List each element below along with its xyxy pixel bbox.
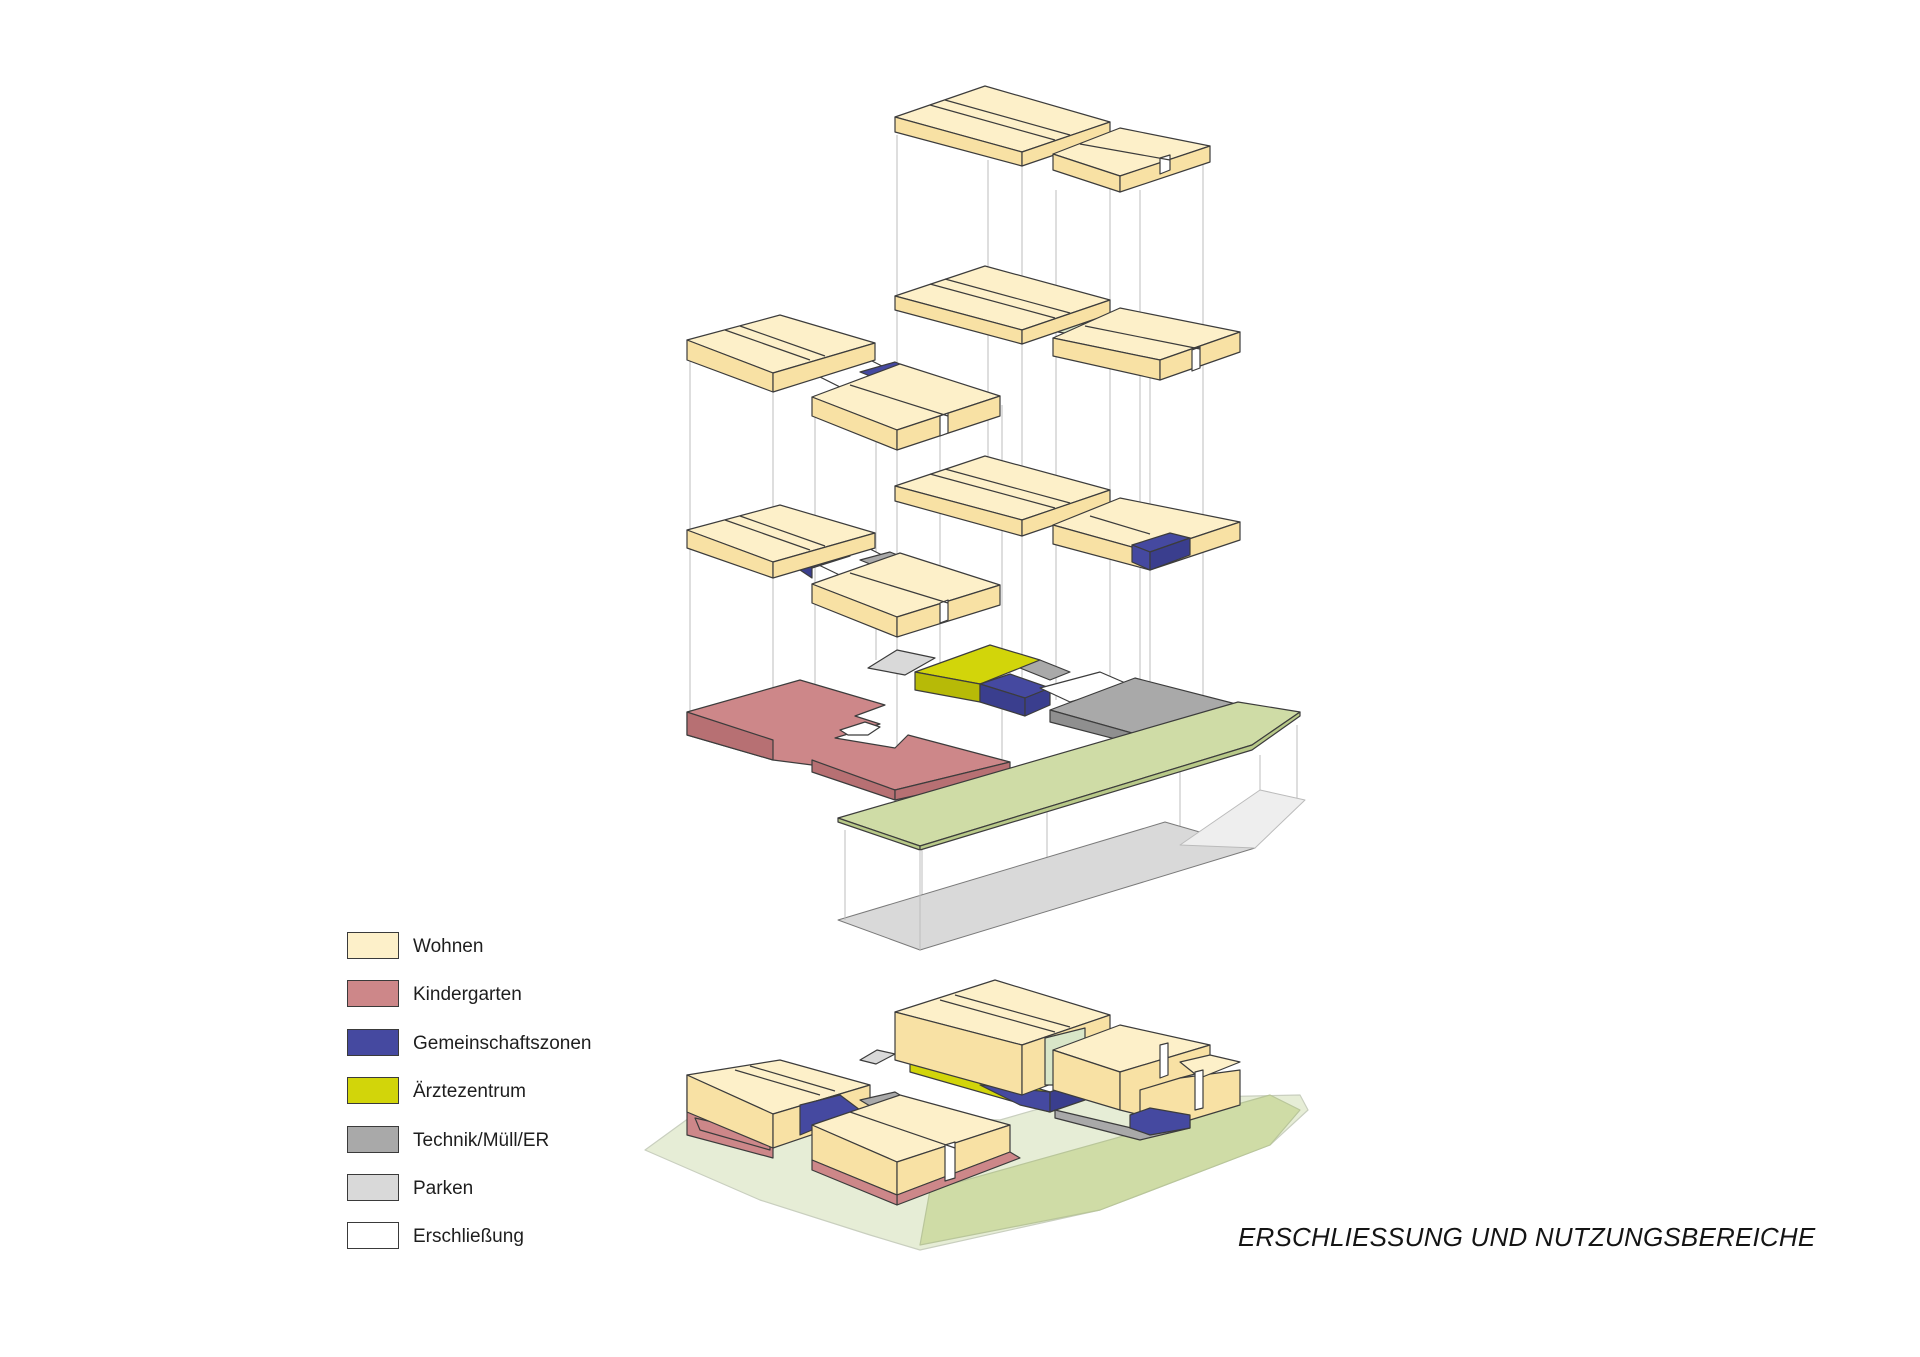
assembled-model <box>644 979 1309 1251</box>
legend-label: Gemeinschaftszonen <box>413 1032 592 1054</box>
roof-level-blocks <box>894 85 1211 193</box>
legend-swatch-aerztezentrum <box>347 1077 399 1105</box>
legend-label: Ärztezentrum <box>413 1081 526 1103</box>
legend-swatch-gemeinschaftszonen <box>347 1028 399 1056</box>
level-2-left-blocks <box>686 314 1001 451</box>
legend: Wohnen Kindergarten Gemeinschaftszonen Ä… <box>347 932 667 1271</box>
legend-swatch-parken <box>347 1173 399 1201</box>
technik-top-small <box>1019 659 1071 681</box>
legend-label: Technik/Müll/ER <box>413 1129 550 1151</box>
level-3-left-blocks <box>686 504 1001 638</box>
legend-item-parken: Parken <box>347 1173 667 1222</box>
parking-level <box>837 789 1306 951</box>
legend-swatch-technik <box>347 1125 399 1153</box>
parken-small-plate <box>867 649 936 676</box>
legend-item-kindergarten: Kindergarten <box>347 980 667 1028</box>
legend-label: Parken <box>413 1177 474 1199</box>
legend-item-erschliessung: Erschließung <box>347 1222 667 1270</box>
kindergarten-top <box>686 679 1011 791</box>
legend-label: Kindergarten <box>413 984 522 1006</box>
legend-swatch-wohnen <box>347 932 399 959</box>
level-3-right-blocks <box>894 455 1241 571</box>
diagram-title: ERSCHLIESSUNG UND NUTZUNGSBEREICHE <box>1238 1222 1816 1252</box>
legend-item-technik: Technik/Müll/ER <box>347 1125 667 1174</box>
legend-item-aerztezentrum: Ärztezentrum <box>347 1077 667 1125</box>
legend-label: Wohnen <box>413 936 484 957</box>
legend-swatch-erschliessung <box>347 1222 399 1250</box>
green-deck <box>837 701 1301 851</box>
legend-item-gemeinschaftszonen: Gemeinschaftszonen <box>347 1028 667 1077</box>
kindergarten-courtyard <box>839 721 881 736</box>
legend-swatch-kindergarten <box>347 980 399 1008</box>
legend-label: Erschließung <box>413 1226 524 1248</box>
legend-item-wohnen: Wohnen <box>347 932 667 980</box>
level-2-right-blocks <box>894 265 1241 381</box>
